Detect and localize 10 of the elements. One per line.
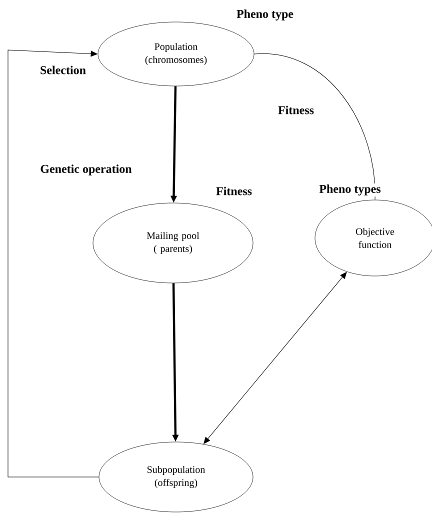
label: Pheno types [318,184,382,196]
label: Fitness [277,104,315,116]
label: Genetic operation [39,164,133,176]
ellipse-node: Subpopulation (offspring) [98,442,254,512]
label: Pheno type [236,8,294,22]
ellipse-node: Mailing pool ( parents) [92,202,254,284]
arrow [204,272,347,444]
arrow [8,50,100,478]
label: Selection [39,64,87,76]
ellipse-node: Population (chromosomes) [98,22,254,86]
